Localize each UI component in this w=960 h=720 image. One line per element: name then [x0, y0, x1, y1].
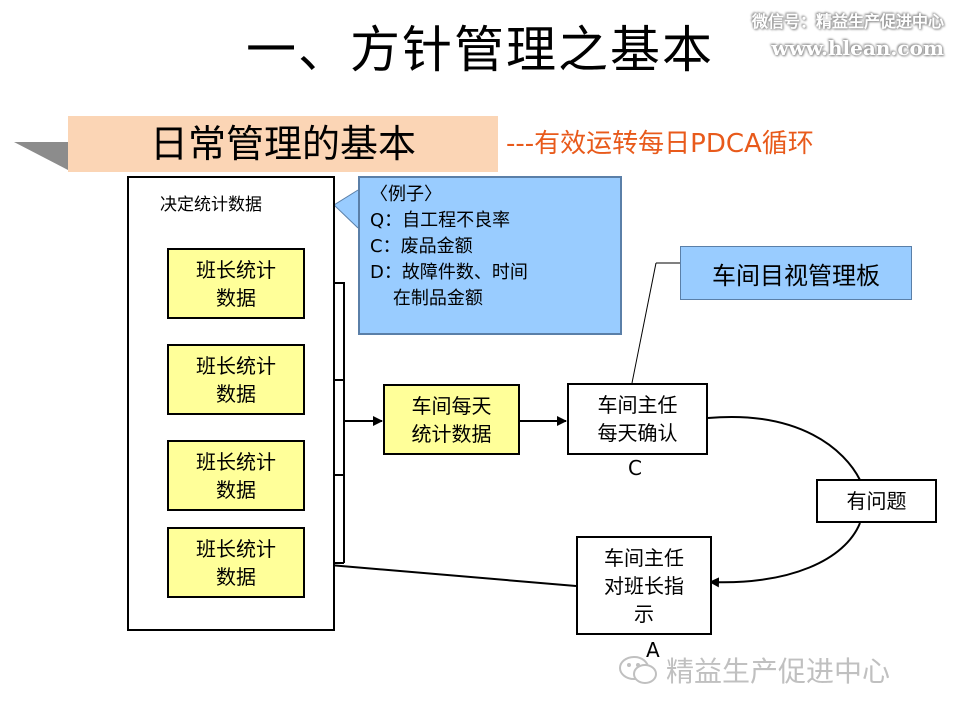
label-a: A [646, 638, 660, 662]
arrow-to-leader-box [305, 558, 577, 587]
example-callout: 〈例子〉 Q：自工程不良率 C：废品金额 D：故障件数、时间 在制品金额 [358, 176, 622, 335]
example-line-q: Q：自工程不良率 [370, 210, 511, 231]
leader-stats-box-2: 班长统计 数据 [167, 344, 305, 415]
director-confirm-box: 车间主任 每天确认 [567, 383, 708, 455]
example-line-wip: 在制品金额 [370, 288, 483, 309]
board-leader-line-2 [631, 262, 657, 384]
problem-box: 有问题 [816, 479, 937, 523]
leader-stats-box-4: 班长统计 数据 [167, 527, 305, 598]
pdca-note: ---有效运转每日PDCA循环 [506, 129, 814, 159]
watermark-wechat: 微信号：精益生产促进中心 [751, 12, 944, 31]
subtitle-band [68, 116, 498, 172]
curve-to-problem [707, 415, 861, 481]
curve-to-instruct [709, 522, 861, 588]
watermark-url: www.hlean.com [771, 36, 944, 60]
director-instruct-box: 车间主任 对班长指 示 [576, 536, 712, 635]
example-header: 〈例子〉 [370, 184, 442, 205]
label-c: C [628, 456, 642, 480]
statistics-frame-label: 决定统计数据 [160, 195, 262, 215]
visual-board-label: 车间目视管理板 [680, 246, 912, 300]
page-title: 一、方针管理之基本 [246, 21, 714, 79]
example-line-c: C：废品金额 [370, 236, 473, 257]
footer-text: 精益生产促进中心 [666, 655, 891, 688]
wechat-icon [619, 656, 657, 684]
subtitle: 日常管理的基本 [149, 122, 416, 166]
gray-wedge-shape [14, 142, 68, 170]
callout-pointer [333, 189, 359, 229]
leader-stats-box-1: 班长统计 数据 [167, 248, 305, 319]
footer-brand: 精益生产促进中心 [618, 650, 890, 690]
example-line-d: D：故障件数、时间 [370, 262, 528, 283]
leader-stats-box-3: 班长统计 数据 [167, 440, 305, 511]
daily-stats-box: 车间每天 统计数据 [383, 384, 520, 455]
